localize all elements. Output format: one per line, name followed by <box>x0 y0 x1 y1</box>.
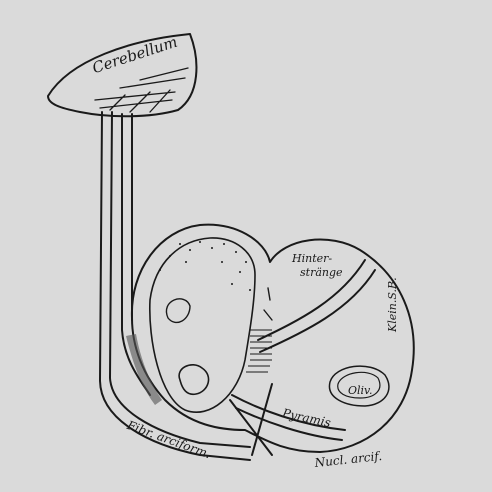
label-oliv: Oliv. <box>348 384 372 397</box>
shaded-band <box>126 334 162 405</box>
cerebellum-hatching <box>95 68 188 112</box>
label-hinterstraenge-line2: stränge <box>300 266 343 279</box>
label-klein-sb: Klein.S.B. <box>386 277 399 332</box>
inner-loop-1 <box>166 299 190 323</box>
crossing-line-2 <box>252 384 272 455</box>
hinterstraenge-tract-2 <box>260 270 375 352</box>
dorsal-notch <box>264 288 272 320</box>
medulla-outline <box>132 225 414 452</box>
raphe-hatching <box>246 330 272 372</box>
stippling <box>159 241 251 291</box>
grey-matter-outline <box>150 238 255 412</box>
label-hinterstraenge-line1: Hinter- <box>292 252 332 265</box>
olive-inner <box>179 365 208 395</box>
